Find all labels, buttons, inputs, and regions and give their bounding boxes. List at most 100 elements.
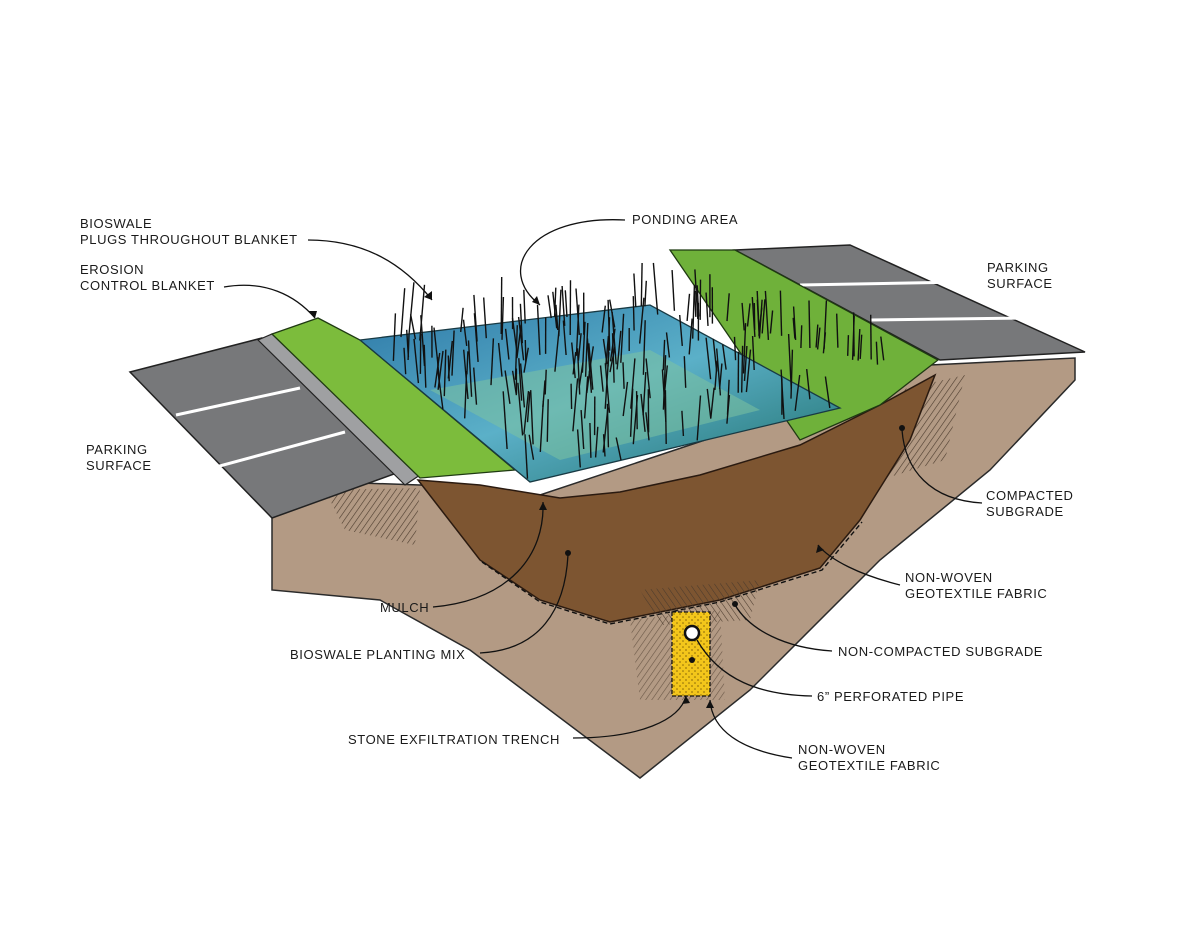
plant-stem (671, 270, 676, 311)
plant-stem (726, 395, 731, 424)
plant-stem (761, 299, 766, 334)
plant-stem (662, 355, 667, 410)
plant-stem (413, 338, 420, 384)
plant-stem (594, 426, 599, 458)
plant-stem (806, 369, 811, 400)
plant-stem (460, 307, 464, 333)
plant-stem (746, 303, 751, 327)
plant-stem (716, 348, 722, 396)
plant-stem (705, 337, 712, 380)
plant-stem (473, 367, 478, 405)
plant-stem (622, 381, 629, 417)
plant-stem (751, 335, 755, 371)
arrow-geotextile-upper (816, 545, 824, 553)
plant-stem (403, 347, 407, 375)
plant-stem (815, 324, 819, 348)
arrow-stone-trench (682, 696, 690, 704)
plant-stem (611, 333, 615, 383)
plant-stem (615, 437, 622, 461)
plant-stem (437, 350, 444, 390)
label-parking-left-line1: PARKING (86, 442, 148, 457)
plant-stem (501, 296, 505, 340)
plant-stem (790, 349, 794, 399)
arrow-ponding (532, 296, 540, 305)
plant-stem (589, 422, 592, 458)
label-parking-left-line2: SURFACE (86, 458, 152, 473)
plant-stem (857, 329, 861, 361)
dot-planting-mix (565, 550, 571, 556)
plant-stem (576, 348, 581, 395)
plant-stem (692, 284, 696, 339)
plant-stem (632, 296, 635, 331)
plant-stem (611, 311, 617, 365)
label-perforated-pipe: 6” PERFORATED PIPE (817, 689, 965, 704)
label-geotextile-upper: NON-WOVEN GEOTEXTILE FABRIC (905, 570, 1047, 602)
plant-stem (400, 288, 406, 338)
leader-planting-mix (479, 554, 569, 654)
plant-stem (629, 388, 634, 437)
plant-stem (875, 341, 879, 365)
plant-stem (553, 287, 557, 317)
plant-stem (756, 299, 760, 336)
dot-non-compacted (732, 601, 738, 607)
label-parking-right-line1: PARKING (987, 260, 1049, 275)
label-compacted-line1: COMPACTED (986, 488, 1074, 503)
non-compacted-subgrade-hatch (640, 580, 760, 625)
plant-stem (712, 338, 718, 372)
label-non-compacted-subgrade: NON-COMPACTED SUBGRADE (838, 644, 1044, 659)
plant-stem (639, 297, 645, 344)
plant-stem (407, 334, 410, 361)
plant-stem (601, 305, 606, 333)
plant-stem (583, 376, 589, 419)
plant-stem (620, 313, 625, 363)
plant-stem (392, 313, 397, 361)
plant-stem (808, 300, 811, 349)
arrow-plugs (424, 291, 432, 300)
plant-stem (645, 412, 650, 441)
plant-stem (792, 317, 796, 339)
plant-stem (524, 339, 527, 363)
plant-stem (794, 374, 801, 411)
plant-stem (688, 318, 693, 355)
plant-stem (751, 297, 756, 337)
plant-stem (462, 319, 468, 346)
label-geotextile-upper-line2: GEOTEXTILE FABRIC (905, 586, 1048, 601)
plant-stem (847, 335, 850, 356)
plant-stem (606, 403, 610, 448)
arrow-geotextile-lower (706, 700, 714, 708)
plant-stem (437, 370, 444, 410)
plant-stem (742, 323, 747, 374)
plant-stem (516, 324, 522, 359)
perforated-pipe-icon (683, 624, 701, 642)
trench-marker-dot (689, 657, 695, 663)
plant-stem (539, 400, 544, 452)
plant-stem (443, 349, 447, 397)
plant-stem (694, 290, 697, 317)
label-geotextile-lower-line2: GEOTEXTILE FABRIC (798, 758, 941, 773)
plant-stem (602, 338, 608, 365)
plant-stem (599, 365, 604, 392)
plant-stem (630, 358, 636, 409)
plant-stem (576, 429, 581, 468)
plant-stem (664, 390, 667, 445)
arrow-mulch (539, 502, 547, 510)
label-parking-right-line2: SURFACE (987, 276, 1053, 291)
plant-stem (800, 325, 803, 349)
arrow-erosion (308, 311, 317, 318)
plant-stem (517, 316, 525, 361)
plant-stem (726, 293, 730, 322)
plant-stem (743, 345, 748, 381)
plant-stem (502, 391, 508, 450)
plant-stem (616, 330, 622, 370)
plant-stem (632, 395, 639, 445)
leader-perforated-pipe (696, 639, 813, 697)
leader-ponding-area (520, 219, 626, 306)
plant-stem (514, 325, 518, 380)
plant-stem (483, 297, 487, 339)
plant-stem (640, 262, 643, 307)
plant-stem (694, 269, 699, 320)
plant-stem (870, 314, 872, 360)
plant-stem (769, 310, 774, 334)
label-erosion-blanket-line2: CONTROL BLANKET (80, 278, 215, 293)
plant-stem (519, 303, 523, 344)
